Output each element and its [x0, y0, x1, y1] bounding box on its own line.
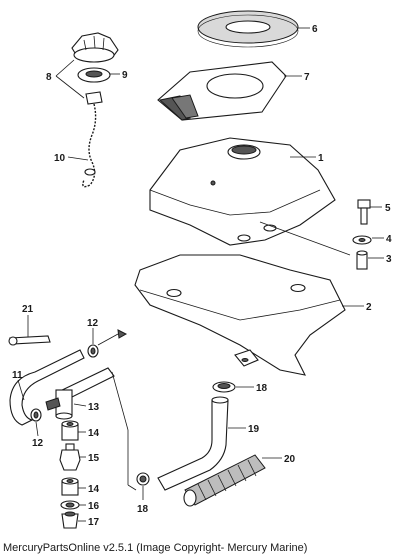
callout-18-upper: 18 — [256, 383, 268, 394]
part-10-tether-chain[interactable] — [82, 103, 97, 188]
part-11-hose[interactable] — [9, 349, 85, 426]
part-1-upper-cowl[interactable] — [149, 137, 336, 246]
callout-17: 17 — [88, 517, 100, 528]
callout-12-lower: 12 — [32, 438, 44, 449]
part-19-elbow-hose[interactable] — [157, 396, 229, 491]
part-18-clamp-lower[interactable] — [136, 472, 150, 486]
callout-18-lower: 18 — [137, 504, 149, 515]
exploded-parts-diagram: 6 7 1 5 4 3 2 8 9 10 21 12 11 13 12 14 1… — [8, 10, 392, 529]
callout-19: 19 — [248, 424, 260, 435]
callout-8: 8 — [46, 72, 52, 83]
part-12-clamp-upper[interactable] — [87, 344, 99, 358]
callout-3: 3 — [386, 254, 392, 265]
part-20-corrugated-sleeve[interactable] — [183, 454, 266, 507]
callout-1: 1 — [318, 153, 324, 164]
part-6-round-pad[interactable] — [197, 10, 299, 48]
cap-retainer-clip — [85, 91, 103, 105]
callout-10: 10 — [54, 153, 66, 164]
callout-11: 11 — [12, 370, 23, 381]
part-9-cap-gasket[interactable] — [77, 67, 111, 83]
image-caption: MercuryPartsOnline v2.5.1 (Image Copyrig… — [3, 542, 308, 554]
callout-2: 2 — [366, 302, 372, 313]
part-4-washer[interactable] — [352, 235, 372, 245]
callout-9: 9 — [122, 70, 128, 81]
part-5-bolt[interactable] — [357, 199, 371, 225]
part-3-spacer[interactable] — [356, 250, 368, 270]
part-14-sleeve-upper[interactable] — [61, 420, 79, 441]
callout-4: 4 — [386, 234, 392, 245]
part-8-fuel-cap[interactable] — [71, 32, 119, 63]
callout-20: 20 — [284, 454, 296, 465]
callout-13: 13 — [88, 402, 100, 413]
callout-16: 16 — [88, 501, 100, 512]
callout-15: 15 — [88, 453, 100, 464]
callout-12-upper: 12 — [87, 318, 99, 329]
part-14-sleeve-lower[interactable] — [61, 477, 79, 496]
part-17-nipple[interactable] — [61, 511, 79, 529]
callout-14-upper: 14 — [88, 428, 100, 439]
part-18-clamp-upper[interactable] — [212, 381, 236, 393]
callout-6: 6 — [312, 24, 318, 35]
part-7-gasket-pad[interactable] — [157, 61, 287, 121]
part-16-o-ring[interactable] — [60, 500, 80, 510]
part-2-lower-base[interactable] — [134, 254, 346, 376]
part-21-strap[interactable] — [8, 335, 51, 346]
callout-5: 5 — [385, 203, 391, 214]
part-13-fuel-connector[interactable] — [45, 367, 115, 420]
callout-7: 7 — [304, 72, 310, 83]
part-15-fitting[interactable] — [59, 443, 81, 471]
part-12-clamp-lower[interactable] — [30, 408, 42, 422]
callout-21: 21 — [22, 304, 34, 315]
callout-14-lower: 14 — [88, 484, 100, 495]
